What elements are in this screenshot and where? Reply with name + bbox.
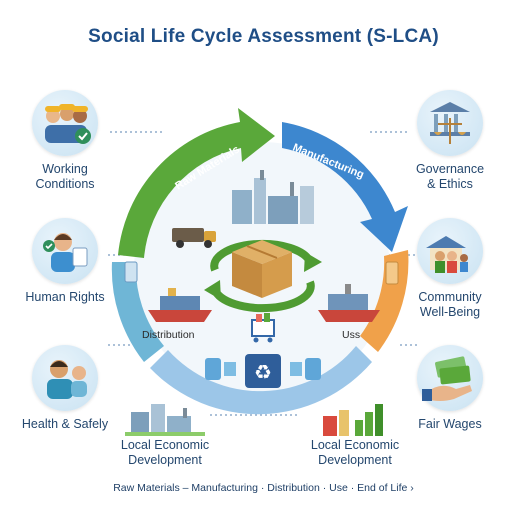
category-community: Community Well-Being [395,218,505,320]
local-dev-center-line1: Local Economic [310,438,400,452]
jar-icon [385,261,399,285]
truck-icon [172,228,216,248]
arc-manufacturing [282,122,408,252]
working-conditions-line1: Working [42,162,88,176]
community-line2: Well-Being [419,305,481,319]
health-safety-label: Health & Safely [21,417,109,431]
category-local-dev-left: Local Economic Development [110,398,220,468]
factory-buildings-icon [125,398,205,436]
arc-end-of-life [111,262,164,362]
governance-line2: & Ethics [427,177,473,191]
arc-distribution [150,346,372,415]
shopping-cart-icon [251,313,275,343]
community-line1: Community [418,290,482,304]
local-dev-left-line1: Local Economic [120,438,210,452]
ship-right-icon [318,284,380,322]
category-human-rights: Human Rights [10,218,120,305]
recycle-icon: ♻ [245,354,281,388]
ship-left-icon [148,288,212,322]
stage-distribution: Distribution [142,329,195,341]
stage-use: Uss [342,329,361,341]
category-governance: Governance & Ethics [395,90,505,192]
human-rights-label: Human Rights [25,290,105,304]
category-health-safety: Health & Safely [10,345,120,432]
person-with-clipboard-icon [32,218,98,284]
working-conditions-line2: Conditions [35,177,95,191]
category-local-dev-center: Local Economic Development [300,398,410,468]
workers-group-icon [32,90,98,156]
bottle-icon [124,261,138,283]
side-icons [205,358,321,380]
money-hand-icon [417,345,483,411]
bar-chart-icon [315,398,395,436]
category-fair-wages: Fair Wages [395,345,505,432]
page-title: Social Life Cycle Assessment (S-LCA) [88,26,439,47]
healthcare-worker-icon [32,345,98,411]
lifecycle-flow-summary: Raw Materials – Manufacturing · Distribu… [113,482,414,494]
local-dev-center-line2: Development [318,453,392,467]
family-house-icon [417,218,483,284]
fair-wages-label: Fair Wages [418,417,482,431]
scales-building-icon [417,90,483,156]
category-working-conditions: Working Conditions [10,90,120,192]
svg-text:♻: ♻ [254,360,272,384]
governance-line1: Governance [415,162,485,176]
factory-skyline [232,170,314,224]
arc-raw-materials [118,108,275,258]
local-dev-left-line2: Development [128,453,202,467]
cardboard-box-icon [232,240,292,298]
